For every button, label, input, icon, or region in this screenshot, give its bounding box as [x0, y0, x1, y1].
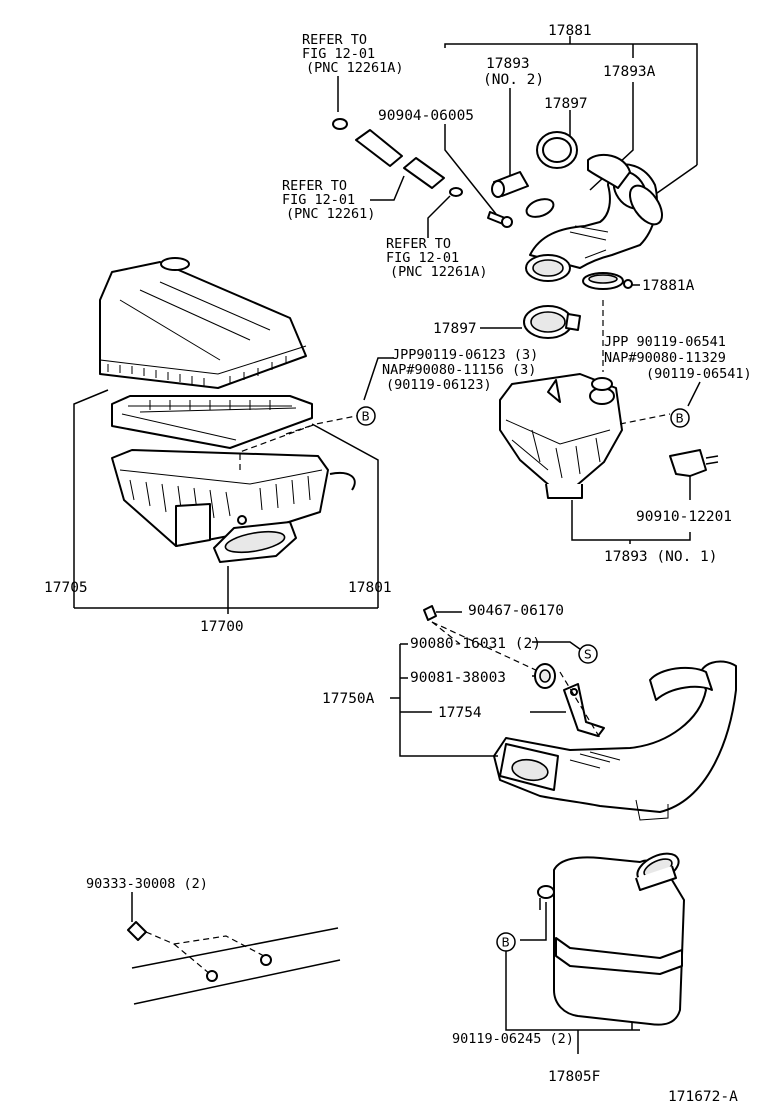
bracket-17754-drawing: [563, 683, 605, 737]
label-17893a: 17893A: [603, 64, 656, 80]
refer-note-2-line-2: FIG 12-01: [282, 192, 355, 208]
collar-inner-icon: [530, 311, 566, 333]
hose-segment-2-icon: [403, 157, 445, 189]
label-17881: 17881: [548, 23, 592, 39]
label-jpp-left-1: JPP90119-06123 (3): [392, 347, 538, 363]
label-17893-no2: 17893: [486, 56, 530, 72]
callout-s: [578, 644, 598, 664]
panel-hole-1-icon: [206, 970, 218, 982]
inlet-17750a-group: 90467-06170 90080-16031 (2) 90081-38003 …: [322, 603, 737, 821]
refer-note-3-line-2: FIG 12-01: [386, 250, 459, 266]
figure-id: 171672-A: [668, 1089, 738, 1105]
resonator-17805f-group: B 90119-06245 (2) 17805F: [452, 852, 685, 1085]
bolt-90467-icon: [423, 605, 437, 621]
clamp-17881a-drawing: [582, 272, 640, 290]
label-17705: 17705: [44, 580, 88, 596]
body-panel-group: 90333-30008 (2): [86, 876, 341, 1005]
callout-b-left: [356, 406, 376, 426]
clip-90333-icon: [127, 921, 147, 941]
refer-note-3-line-3: (PNC 12261A): [390, 264, 488, 280]
label-jpp-left-2: NAP#90080-11156 (3): [382, 362, 536, 378]
intake-duct-drawing: [487, 131, 663, 282]
refer-note-2-line-3: (PNC 12261): [286, 206, 375, 222]
refer-note-3-line-1: REFER TO: [386, 236, 451, 252]
refer-note-2-line-1: REFER TO: [282, 178, 347, 194]
callout-b-bottom-text: B: [502, 936, 510, 950]
callout-b-bottom: [496, 932, 516, 952]
label-17805f: 17805F: [548, 1069, 600, 1085]
label-90904-06005: 90904-06005: [378, 108, 474, 124]
panel-hole-2-icon: [260, 954, 272, 966]
callout-b-right: [670, 408, 690, 428]
refer-hoses-group: REFER TO FIG 12-01 (PNC 12261A) REFER TO…: [282, 32, 488, 280]
label-90333-30008: 90333-30008 (2): [86, 876, 208, 892]
air-cleaner-case-drawing: [111, 449, 329, 547]
label-17700: 17700: [200, 619, 244, 635]
hose-clip-icon: [332, 118, 348, 130]
label-90081-38003: 90081-38003: [410, 670, 506, 686]
refer-note-1-line-3: (PNC 12261A): [306, 60, 404, 76]
label-jpp-left-3: (90119-06123): [386, 377, 492, 393]
callout-s-text: S: [584, 648, 592, 662]
air-cleaner-cap-drawing: [99, 261, 307, 389]
refer-note-1-line-1: REFER TO: [302, 32, 367, 48]
intake-connector-17893-no1-drawing: [499, 373, 623, 487]
callout-b-left-text: B: [362, 410, 370, 424]
hose-clip-2-icon: [449, 187, 463, 197]
resonator-group: 90910-12201 17893 (NO. 1) B: [499, 373, 732, 565]
air-cleaner-group: 17705 17801 17700 B: [44, 257, 392, 635]
label-17897-mid: 17897: [433, 321, 477, 337]
label-17893-no2-suffix: (NO. 2): [483, 72, 544, 88]
hose-segment-1-icon: [355, 129, 403, 167]
label-17893-no1: 17893 (NO. 1): [604, 549, 718, 565]
air-duct-17881-group: 17881 17893 (NO. 2) 17893A 90904-06005 1…: [378, 23, 698, 294]
label-jpp-right-2: NAP#90080-11329: [604, 350, 726, 366]
label-jpp-right-3: (90119-06541): [646, 366, 752, 382]
label-90119-06245: 90119-06245 (2): [452, 1031, 574, 1047]
air-filter-element-drawing: [111, 395, 313, 449]
label-jpp-right-1: JPP 90119-06541: [604, 334, 726, 350]
label-90080-16031: 90080-16031 (2): [410, 636, 541, 652]
label-17881a: 17881A: [642, 278, 695, 294]
label-90467-06170: 90467-06170: [468, 603, 564, 619]
callout-b-right-text: B: [676, 412, 684, 426]
sensor-90910-drawing: [669, 449, 707, 477]
label-17897-top: 17897: [544, 96, 588, 112]
label-17754: 17754: [438, 705, 482, 721]
refer-note-1-line-2: FIG 12-01: [302, 46, 375, 62]
label-17801: 17801: [348, 580, 392, 596]
label-90910-12201: 90910-12201: [636, 509, 732, 525]
label-17750a: 17750A: [322, 691, 375, 707]
middle-collar-group: 17897 JPP90119-06123 (3) NAP#90080-11156…: [363, 300, 752, 407]
